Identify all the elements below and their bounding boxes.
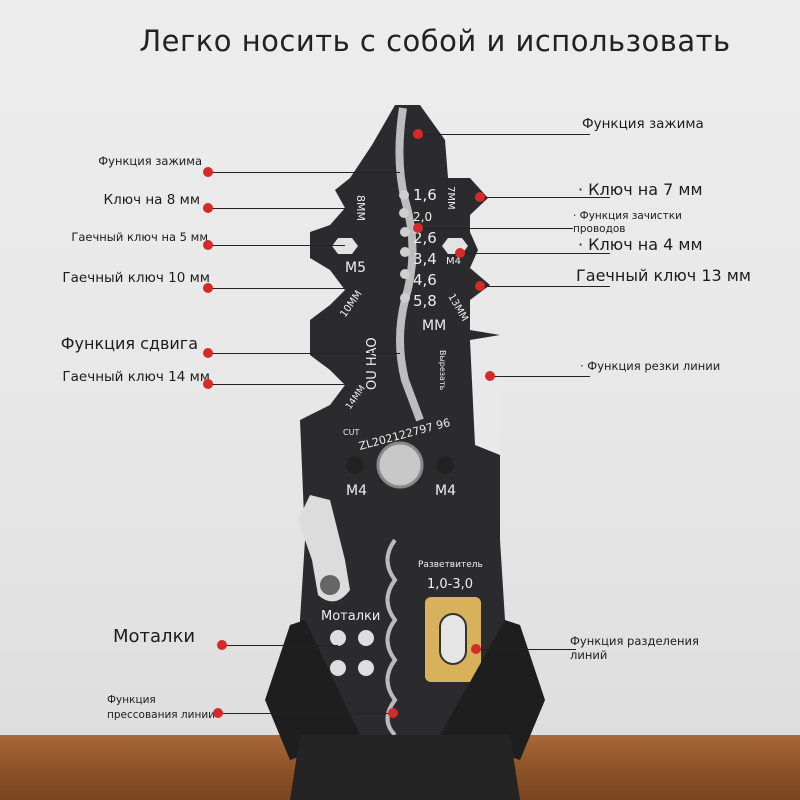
callout-dot <box>475 281 485 291</box>
mark-m4-top: M4 <box>446 256 461 267</box>
label-5mm-wrench: Гаечный ключ на 5 мм <box>71 230 208 244</box>
label-8mm-key: Ключ на 8 мм <box>103 192 200 208</box>
label-cutting: · Функция резки линии <box>580 359 721 373</box>
label-10mm-wrench: Гаечный ключ 10 мм <box>62 270 210 286</box>
gauge-3-4: 3,4 <box>413 250 437 268</box>
callout-dot <box>388 708 398 718</box>
leader-line <box>208 353 400 354</box>
leader-line <box>208 208 345 209</box>
callout-dot <box>217 640 227 650</box>
leader-line <box>480 286 610 287</box>
leader-line <box>418 228 573 229</box>
callout-dot <box>475 192 485 202</box>
label-crimp-line-2: прессования линии <box>107 709 215 721</box>
label-splitting-2: линий <box>570 648 608 662</box>
callout-dot <box>203 348 213 358</box>
callout-dot <box>455 248 465 258</box>
callout-dot <box>471 644 481 654</box>
callout-dot <box>485 371 495 381</box>
label-7mm-key: · Ключ на 7 мм <box>578 180 703 199</box>
leader-line <box>208 172 400 173</box>
brand-mark: OU HAO <box>365 337 380 390</box>
mark-7mm: 7MM <box>445 186 456 210</box>
splitter-range: 1,0-3,0 <box>427 577 473 592</box>
leader-line <box>218 713 393 714</box>
label-shift-function: Функция сдвига <box>60 334 198 353</box>
label-4mm-key: · Ключ на 4 мм <box>578 235 703 254</box>
label-13mm-wrench: Гаечный ключ 13 мм <box>576 266 751 285</box>
label-clamp-right: Функция зажима <box>582 116 704 132</box>
leader-line <box>222 645 338 646</box>
leader-line <box>490 376 590 377</box>
mark-cut: CUT <box>343 428 359 437</box>
label-stripping-1: · Функция зачистки <box>573 210 682 222</box>
callout-dot <box>203 379 213 389</box>
mark-m5: M5 <box>345 260 366 276</box>
tool-body <box>300 105 510 735</box>
gauge-5-8: 5,8 <box>413 292 437 310</box>
mark-cut-ru: Вырезать <box>438 350 447 391</box>
winders-label: Моталки <box>321 609 380 624</box>
mark-m4-right: M4 <box>435 483 456 499</box>
page-title: Легко носить с собой и использовать <box>139 24 731 58</box>
leader-line <box>208 245 345 246</box>
mark-m4-left: M4 <box>346 483 367 499</box>
gauge-2-6: 2,6 <box>413 229 437 247</box>
label-14mm-wrench: Гаечный ключ 14 мм <box>62 369 210 385</box>
gauge-1-6: 1,6 <box>413 186 437 204</box>
label-clamp-left: Функция зажима <box>98 154 202 168</box>
gauge-2-0: 2,0 <box>413 210 432 224</box>
splitter-label: Разветвитель <box>418 560 483 570</box>
callout-dot <box>203 240 213 250</box>
label-crimp-line-1: Функция <box>107 694 156 706</box>
label-winders: Моталки <box>113 626 196 647</box>
leader-line <box>208 384 345 385</box>
leader-line <box>208 288 345 289</box>
label-stripping-2: проводов <box>573 223 626 235</box>
callout-dot <box>413 129 423 139</box>
leader-line <box>418 134 590 135</box>
mark-8mm: 8MM <box>354 195 367 221</box>
leader-line <box>460 253 610 254</box>
callout-dot <box>203 283 213 293</box>
callout-dot <box>203 203 213 213</box>
callout-dot <box>213 708 223 718</box>
callout-dot <box>203 167 213 177</box>
leader-line <box>480 197 610 198</box>
label-splitting-1: Функция разделения <box>570 634 699 648</box>
unit-mm: MM <box>422 318 446 334</box>
gauge-4-6: 4,6 <box>413 271 437 289</box>
leader-line <box>476 649 576 650</box>
callout-dot <box>413 223 423 233</box>
